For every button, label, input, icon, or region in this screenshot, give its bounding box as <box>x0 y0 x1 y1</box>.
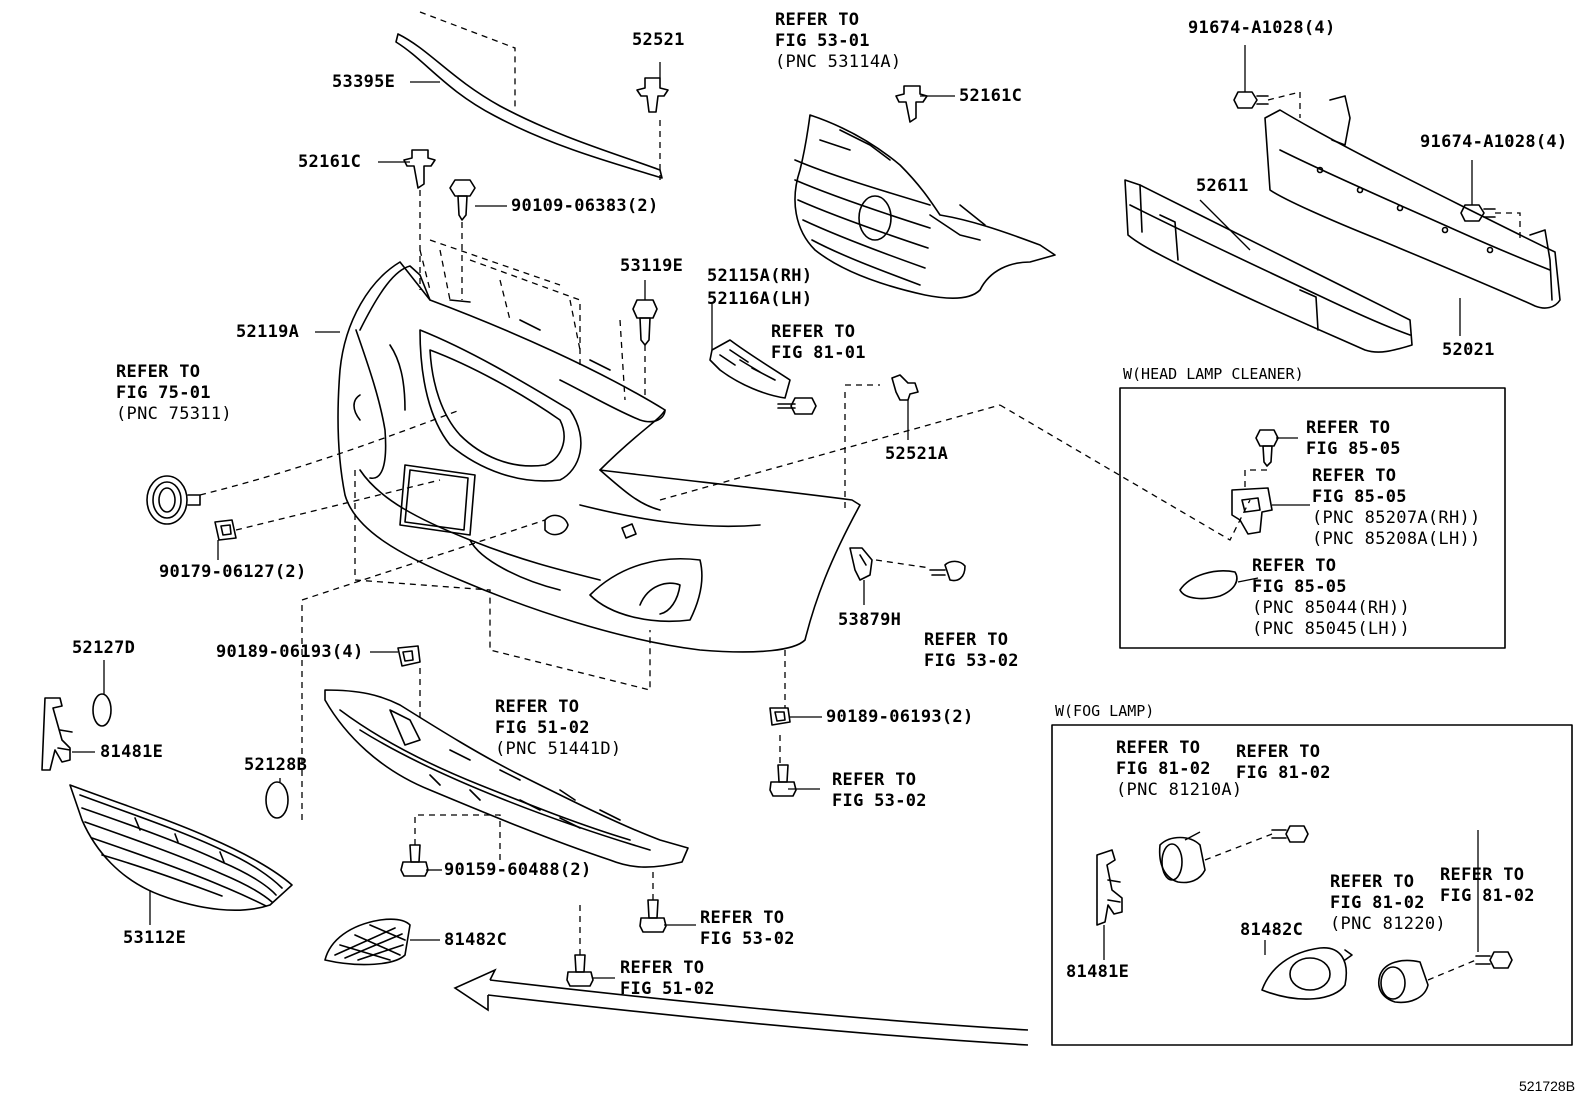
bracket-81481e-fog <box>1096 849 1123 926</box>
part-label-52128b: 52128B <box>244 755 308 775</box>
part-label-53112e: 53112E <box>123 928 187 948</box>
side-bracket-52115a <box>709 339 791 399</box>
part-label-52119a: 52119A <box>236 322 300 342</box>
clip-90189-left <box>397 645 421 667</box>
part-label-81482c-fog: 81482C <box>1240 920 1304 940</box>
part-label-52521: 52521 <box>632 30 685 50</box>
lower-grille-53112e <box>69 784 293 911</box>
head-lamp-cleaner-title: W(HEAD LAMP CLEANER) <box>1123 365 1304 383</box>
cap-52128b <box>265 781 289 819</box>
fog-lamp-inset-frame <box>1051 724 1573 1046</box>
part-label-90189-4: 90189-06193(4) <box>216 642 364 662</box>
part-label-52127d: 52127D <box>72 638 136 658</box>
part-label-52116a: 52116A(LH) <box>707 289 813 309</box>
fog-lamp-title: W(FOG LAMP) <box>1055 702 1155 720</box>
bumper-reinforcement-52021 <box>1264 95 1561 309</box>
upper-seal-strip-53395e <box>395 33 663 179</box>
part-label-91674-right: 91674-A1028(4) <box>1420 132 1568 152</box>
part-label-53395e: 53395E <box>332 72 396 92</box>
part-label-52021: 52021 <box>1442 340 1495 360</box>
energy-absorber-52611 <box>1124 179 1413 353</box>
part-label-52611: 52611 <box>1196 176 1249 196</box>
washer-cap-85044 <box>1179 570 1238 600</box>
part-label-81481e-left: 81481E <box>100 742 164 762</box>
bolt-91674-top <box>1233 91 1269 109</box>
bracket-85207a <box>1231 487 1273 535</box>
part-label-53119e: 53119E <box>620 256 684 276</box>
cap-52127d <box>92 693 112 727</box>
part-label-90189-2: 90189-06193(2) <box>826 707 974 727</box>
part-label-53879h: 53879H <box>838 610 902 630</box>
bolt-90159 <box>400 844 429 877</box>
clip-52161c-right <box>895 85 928 123</box>
bolt-refer-8102-upper <box>1271 825 1309 843</box>
front-bumper-cover-52119a <box>337 261 861 653</box>
clip-52521a <box>891 374 919 401</box>
bolt-91674-right <box>1460 204 1496 222</box>
part-label-52115a: 52115A(RH) <box>707 266 813 286</box>
illustration-code: 521728B <box>1519 1078 1576 1094</box>
part-label-91674-top: 91674-A1028(4) <box>1188 18 1336 38</box>
bolt-refer-8505 <box>1255 429 1279 467</box>
clip-90189-right <box>769 707 791 726</box>
nut-90179 <box>214 519 237 541</box>
part-label-81481e-fog: 81481E <box>1066 962 1130 982</box>
bolt-refer-8101 <box>777 397 817 415</box>
clip-52521 <box>636 77 669 113</box>
bracket-53879h <box>849 547 873 581</box>
fog-lamp-81210a <box>1158 836 1206 884</box>
clip-52161c-left <box>403 149 436 189</box>
clip-refer-5302-side <box>929 560 966 582</box>
part-label-52521a: 52521A <box>885 444 949 464</box>
bolt-refer-5102 <box>566 954 594 987</box>
direction-arrow <box>453 968 1029 1046</box>
part-label-90109: 90109-06383(2) <box>511 196 659 216</box>
part-label-90179: 90179-06127(2) <box>159 562 307 582</box>
bolt-53119e <box>632 299 658 346</box>
bolt-refer-5302-lower <box>639 899 667 933</box>
radiator-grille-53114a <box>794 114 1056 300</box>
part-label-52161c-left: 52161C <box>298 152 362 172</box>
fog-cover-81482c-fog <box>1261 947 1353 1000</box>
part-label-52161c-right: 52161C <box>959 86 1023 106</box>
bolt-refer-5302-right <box>769 764 797 797</box>
part-label-90159: 90159-60488(2) <box>444 860 592 880</box>
part-label-81482c-left: 81482C <box>444 930 508 950</box>
fog-lamp-81220 <box>1378 959 1429 1004</box>
fog-cover-81482c-left <box>324 918 411 966</box>
bolt-90109 <box>449 179 476 221</box>
bolt-refer-8102-lower <box>1475 951 1513 969</box>
emblem-75311 <box>146 475 201 525</box>
head-lamp-cleaner-inset-frame <box>1119 387 1506 649</box>
bracket-81481e-left <box>41 697 73 771</box>
